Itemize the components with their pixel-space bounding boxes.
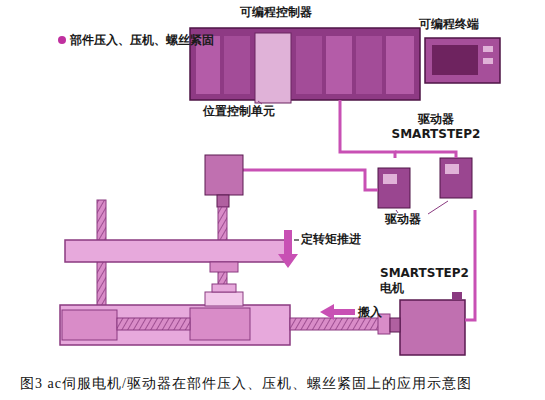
leader-line — [294, 239, 299, 240]
signal-wire — [395, 152, 456, 158]
plc-box: 可编程控制器 — [190, 28, 420, 100]
device-label: 可编程终端 — [419, 17, 479, 32]
drive-box: 驱动器 SMARTSTEP2驱动器 — [370, 158, 482, 210]
carry-in-arrow — [320, 304, 355, 320]
servo-drive — [378, 158, 472, 208]
press-frame — [60, 200, 390, 345]
bullet-dot — [58, 36, 66, 44]
device-label: SMARTSTEP2 电机 — [380, 266, 470, 296]
title-label: 部件压入、压机、螺丝紧固 — [70, 33, 214, 48]
signal-cable — [465, 210, 475, 320]
device-label: 驱动器 SMARTSTEP2 — [390, 112, 482, 142]
push-arrow — [278, 230, 298, 268]
press-motor — [205, 155, 243, 207]
leader-line — [428, 201, 448, 214]
device-label: 驱动器 — [385, 212, 421, 227]
programmable-terminal — [425, 38, 500, 83]
plc-rack — [190, 28, 420, 103]
leader-line — [258, 101, 262, 104]
part-label: 位置控制单元 — [203, 104, 275, 119]
motor-cable — [243, 170, 378, 190]
signal-cable — [340, 100, 395, 158]
motor-box: SMARTSTEP2 电机 — [400, 300, 465, 355]
motion-label: 搬入 — [358, 305, 382, 320]
motion-label: 定转矩推进 — [301, 232, 361, 247]
servo-motor — [390, 292, 465, 355]
terminal-box: 可编程终端 — [425, 38, 500, 83]
figure-caption: 图3 ac伺服电机/驱动器在部件压入、压机、螺丝紧固上的应用示意图 — [20, 375, 472, 393]
device-label: 可编程控制器 — [240, 5, 312, 20]
